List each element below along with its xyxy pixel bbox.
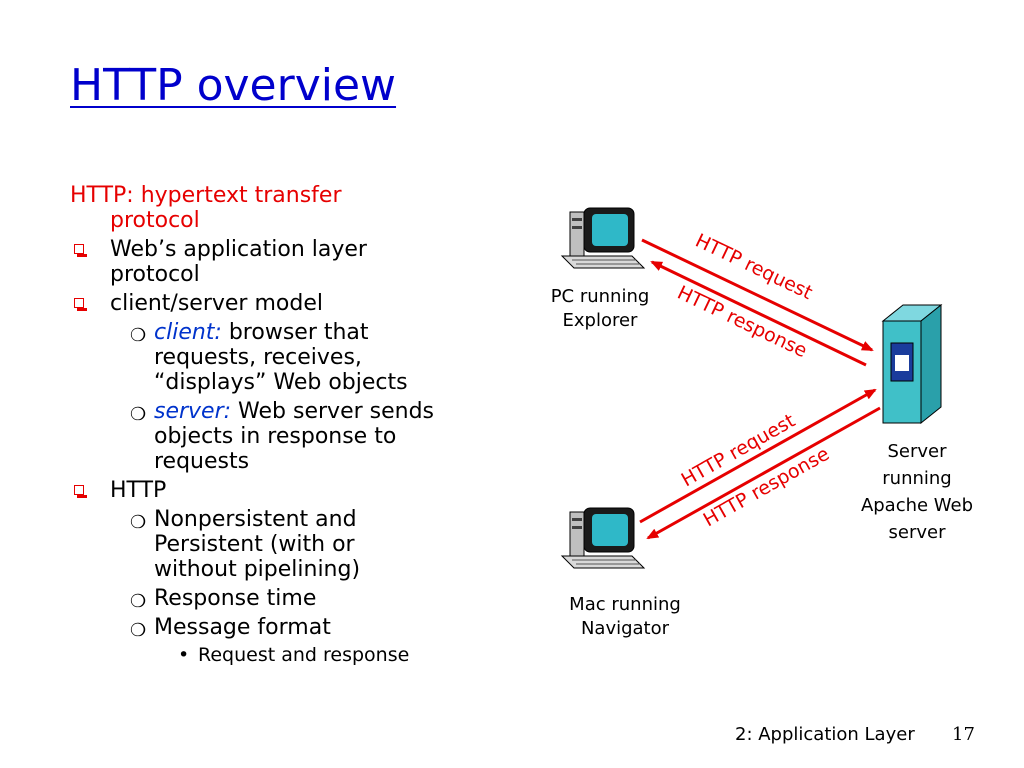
sub-bullet-text: browser that (221, 320, 369, 345)
arrow-bottom-response (646, 406, 881, 540)
sub-bullet-text: Message format (154, 615, 331, 640)
bullet-client-server: client/server model (70, 291, 490, 316)
footer-chapter: 2: Application Layer (735, 724, 915, 745)
sub-bullet-text: Persistent (with or (154, 532, 355, 557)
sub-bullet-text: “displays” Web objects (154, 370, 408, 395)
bullet-app-layer: Web’s application layer protocol (70, 237, 490, 287)
bullet-text: HTTP (110, 478, 167, 503)
square-bullet-icon (74, 298, 87, 311)
square-bullet-icon (74, 485, 87, 498)
server-label-line: server (888, 522, 946, 543)
bullet-text: Web’s application layer (110, 237, 367, 262)
intro-text: HTTP: hypertext transfer protocol (70, 183, 490, 233)
server-label-line: running (882, 468, 952, 489)
sub-bullet-text: Nonpersistent and (154, 507, 357, 532)
server-icon (881, 303, 943, 425)
mac-label-line: Navigator (580, 618, 670, 639)
circle-bullet-icon: ❍ (130, 512, 147, 533)
arrow-bottom-request (639, 388, 877, 524)
pc-label-line: Explorer (562, 310, 638, 331)
sub-sub-bullet-text: Request and response (198, 644, 410, 666)
intro-line-1: HTTP: hypertext transfer (70, 183, 342, 208)
sub-bullet-persistent: ❍ Nonpersistent and Persistent (with or … (70, 507, 490, 582)
sub-bullet-text: Response time (154, 586, 317, 611)
sub-bullet-text: objects in response to (154, 424, 397, 449)
sub-bullet-text: requests, receives, (154, 345, 362, 370)
client-lead: client: (154, 320, 222, 345)
circle-bullet-icon: ❍ (130, 620, 147, 641)
server-label-line: Server (887, 441, 947, 462)
sub-bullet-text: Web server sends (231, 399, 435, 424)
sub-bullet-text: requests (154, 449, 250, 474)
dot-bullet-icon: • (178, 644, 190, 666)
pc-label: PC running Explorer (530, 285, 670, 333)
circle-bullet-icon: ❍ (130, 591, 147, 612)
mac-computer-icon (560, 507, 646, 569)
slide-content: HTTP: hypertext transfer protocol Web’s … (70, 183, 490, 666)
mac-label: Mac running Navigator (552, 593, 698, 641)
pc-computer-icon (560, 207, 646, 269)
mac-label-line: Mac running (569, 594, 681, 615)
arrow-top-request (641, 238, 874, 352)
page-number: 17 (952, 724, 975, 745)
server-label-line: Apache Web (860, 495, 974, 516)
circle-bullet-icon: ❍ (130, 325, 147, 346)
sub-bullet-text: without pipelining) (154, 557, 361, 582)
sub-bullet-server: ❍ server: Web server sends objects in re… (70, 399, 490, 474)
intro-line-2: protocol (110, 208, 200, 233)
sub-sub-bullet-request-response: • Request and response (70, 644, 490, 666)
arrow-top-response (650, 260, 867, 367)
bullet-text: client/server model (110, 291, 323, 316)
bullet-http: HTTP (70, 478, 490, 503)
square-bullet-icon (74, 244, 87, 257)
slide-title: HTTP overview (70, 60, 397, 111)
sub-bullet-client: ❍ client: browser that requests, receive… (70, 320, 490, 395)
server-lead: server: (154, 399, 232, 424)
server-label: Server running Apache Web server (842, 438, 992, 546)
sub-bullet-response-time: ❍ Response time (70, 586, 490, 612)
bullet-text: protocol (110, 262, 200, 287)
sub-bullet-message-format: ❍ Message format (70, 615, 490, 641)
pc-label-line: PC running (550, 286, 650, 307)
circle-bullet-icon: ❍ (130, 404, 147, 425)
